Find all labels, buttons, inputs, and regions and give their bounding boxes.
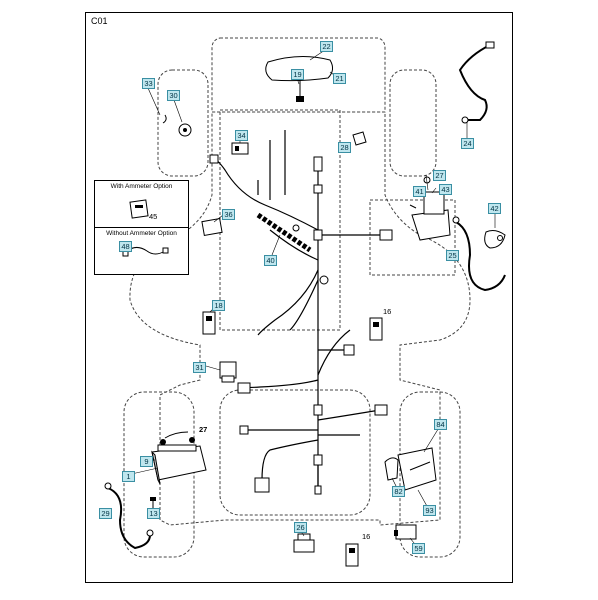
callout-59: 59	[412, 543, 425, 554]
callout-34: 34	[235, 130, 248, 141]
drawing-frame	[85, 12, 513, 583]
callout-82: 82	[392, 486, 405, 497]
connector-36-part	[201, 217, 223, 237]
callout-26: 26	[294, 522, 307, 533]
callout-27: 27	[433, 170, 446, 181]
label-16a: 16	[383, 307, 392, 316]
callout-30: 30	[167, 90, 180, 101]
callout-13: 13	[147, 508, 160, 519]
callout-19: 19	[291, 69, 304, 80]
right-cable-24	[458, 41, 495, 124]
seat-switch-26-part	[293, 533, 315, 553]
callout-22: 22	[320, 41, 333, 52]
headlight-part	[162, 114, 192, 137]
fuse-block-part	[231, 142, 249, 155]
starter-solenoid-part	[409, 176, 451, 241]
module-59-part	[394, 524, 417, 540]
callout-28: 28	[338, 142, 351, 153]
callout-40: 40	[264, 255, 277, 266]
battery-cable-29	[104, 482, 154, 550]
callout-93: 93	[423, 505, 436, 516]
callout-48: 48	[119, 241, 132, 252]
callout-84: 84	[434, 419, 447, 430]
callout-43: 43	[439, 184, 452, 195]
callout-42: 42	[488, 203, 501, 214]
option-box-parts	[122, 199, 169, 257]
option-divider	[95, 227, 188, 228]
callout-41: 41	[413, 186, 426, 197]
relay-31-part	[219, 361, 237, 383]
switch-16b-part	[345, 543, 359, 567]
callout-29: 29	[99, 508, 112, 519]
callout-9: 9	[140, 456, 153, 467]
switch-16-part	[369, 317, 383, 341]
part-45-label: 45	[149, 212, 158, 221]
switch-18-part	[202, 311, 216, 335]
mower-switch-84-part	[384, 447, 437, 491]
ignition-coil-part	[265, 56, 334, 102]
option-box: With Ammeter Option 45 Without Ammeter O…	[94, 180, 189, 275]
label-16b: 16	[362, 532, 371, 541]
label-27: 27	[199, 425, 208, 434]
callout-31: 31	[193, 362, 206, 373]
boot-42-part	[484, 230, 506, 249]
page-code: C01	[91, 16, 108, 26]
callout-25: 25	[446, 250, 459, 261]
small-relay-part	[352, 131, 367, 146]
cable-25	[452, 216, 506, 292]
callout-36: 36	[222, 209, 235, 220]
callout-21: 21	[333, 73, 346, 84]
without-ammeter-label: Without Ammeter Option	[106, 230, 177, 237]
callout-24: 24	[461, 138, 474, 149]
wiring-harness-40	[256, 212, 329, 285]
callout-1: 1	[122, 471, 135, 482]
callout-33: 33	[142, 78, 155, 89]
battery-part	[151, 431, 207, 485]
callout-18: 18	[212, 300, 225, 311]
with-ammeter-label: With Ammeter Option	[110, 183, 173, 190]
main-harness	[212, 130, 390, 490]
connectors	[209, 154, 393, 495]
